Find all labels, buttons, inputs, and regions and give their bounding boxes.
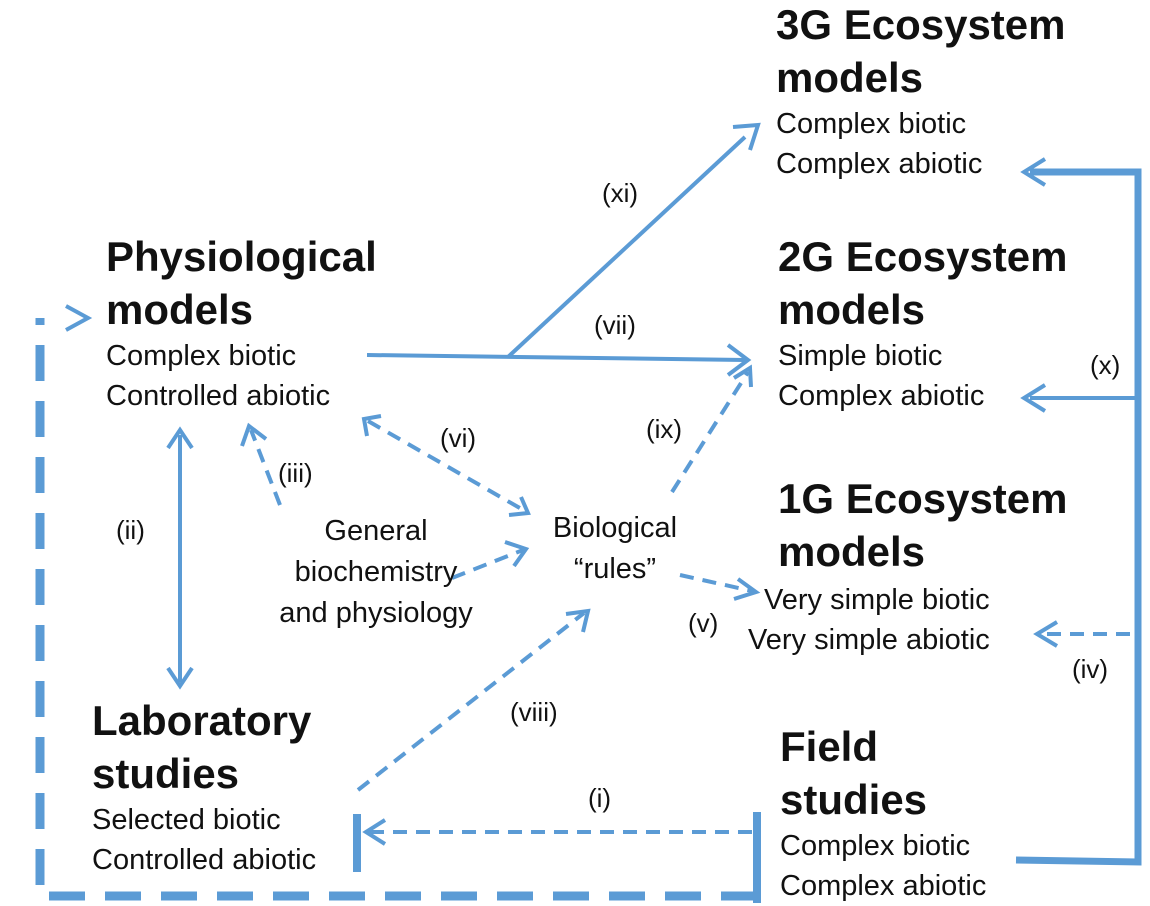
node-gen-line-2: biochemistry: [294, 556, 458, 588]
node-lab-line-1: Selected biotic: [92, 804, 281, 836]
link-iii-line: [249, 429, 282, 506]
link-label-vi: (vi): [440, 423, 477, 453]
link-vi-line: [367, 419, 526, 513]
link-label-iii: (iii): [278, 458, 313, 488]
link-x-line: [1015, 168, 1142, 866]
link-i-arrowhead: [362, 818, 387, 846]
link-x-arrowhead-2g: [1020, 383, 1047, 413]
link-xi-arrowhead: [732, 122, 761, 151]
node-3g-line-2: Complex abiotic: [776, 148, 983, 180]
node-2g-line-2: Complex abiotic: [778, 380, 985, 412]
feedback-loop-line: [35, 318, 757, 901]
link-gen-rules-arrowhead: [504, 540, 530, 568]
link-label-i: (i): [588, 783, 612, 813]
link-ix-arrowhead: [732, 364, 753, 388]
node-biological-rules: Biological “rules”: [530, 508, 700, 590]
link-vii-arrowhead: [565, 608, 591, 633]
feedback-loop-arrowhead: [65, 304, 93, 332]
link-label-v: (v): [688, 608, 719, 638]
link-iv-arrowhead: [1033, 620, 1059, 648]
node-physiological-models: Physiological models Complex biotic Cont…: [106, 230, 377, 416]
node-2g-line-1: Simple biotic: [778, 340, 943, 372]
link-label-viii: (vii): [594, 310, 636, 340]
node-2g-title-1: 2G Ecosystem: [778, 233, 1068, 280]
link-v-arrowhead: [733, 577, 761, 601]
node-rules-line-2: “rules”: [573, 553, 657, 585]
node-2g-ecosystem-models: 2G Ecosystem models Simple biotic Comple…: [778, 230, 1068, 416]
node-field-title-2: studies: [780, 776, 928, 823]
link-vi-arrowhead-end: [508, 496, 531, 517]
node-field-title-1: Field: [780, 723, 879, 770]
node-gen-line-1: General: [324, 515, 428, 547]
node-3g-ecosystem-models: 3G Ecosystem models Complex biotic Compl…: [776, 0, 1066, 184]
node-phys-title-1: Physiological: [106, 233, 377, 280]
node-field-line-2: Complex abiotic: [780, 870, 987, 902]
link-iii-arrowhead: [240, 422, 268, 447]
link-gen-rules-line: [451, 548, 524, 580]
node-1g-line-1: Very simple biotic: [764, 584, 990, 616]
node-1g-title-2: models: [778, 528, 926, 575]
link-xi-line: [506, 135, 747, 359]
node-lab-title-2: studies: [92, 750, 240, 797]
node-rules-line-1: Biological: [552, 512, 678, 544]
node-1g-ecosystem-models: 1G Ecosystem models: [778, 472, 1068, 578]
link-label-xi: (xi): [602, 178, 639, 208]
link-label-iv: (iv): [1072, 654, 1109, 684]
link-x-arrowhead-3g: [1020, 157, 1047, 187]
node-3g-title-2: models: [776, 54, 924, 101]
node-1g-line-2: Very simple abiotic: [748, 624, 990, 656]
link-label-ix: (ix): [646, 414, 683, 444]
link-label-x: (x): [1090, 350, 1121, 380]
node-phys-line-1: Complex biotic: [106, 340, 297, 372]
node-laboratory-studies: Laboratory studies Selected biotic Contr…: [92, 694, 316, 880]
node-lab-title-1: Laboratory: [92, 697, 312, 744]
link-ix-line: [670, 370, 750, 494]
node-2g-title-2: models: [778, 286, 926, 333]
node-lab-line-2: Controlled abiotic: [92, 844, 317, 876]
link-label-ii: (ii): [116, 515, 145, 545]
node-phys-line-2: Controlled abiotic: [106, 380, 331, 412]
node-phys-title-2: models: [106, 286, 254, 333]
link-ii-arrowhead-top: [166, 426, 194, 450]
node-1g-title-1: 1G Ecosystem: [778, 475, 1068, 522]
node-3g-title-1: 3G Ecosystem: [776, 1, 1066, 48]
node-3g-line-1: Complex biotic: [776, 108, 967, 140]
link-viii-arrowhead: [726, 343, 752, 377]
link-viii-line: [366, 353, 746, 362]
link-ii-arrowhead-bottom: [166, 666, 194, 690]
node-field-studies: Field studies Complex biotic Complex abi…: [780, 720, 986, 906]
node-gen-line-3: and physiology: [279, 597, 473, 629]
node-field-line-1: Complex biotic: [780, 830, 971, 862]
node-general-biochemistry: General biochemistry and physiology: [256, 511, 496, 634]
link-label-vii: (viii): [510, 697, 558, 727]
link-v-line: [679, 573, 753, 593]
link-vi-arrowhead-start: [361, 414, 382, 437]
link-vii-line: [356, 611, 586, 792]
